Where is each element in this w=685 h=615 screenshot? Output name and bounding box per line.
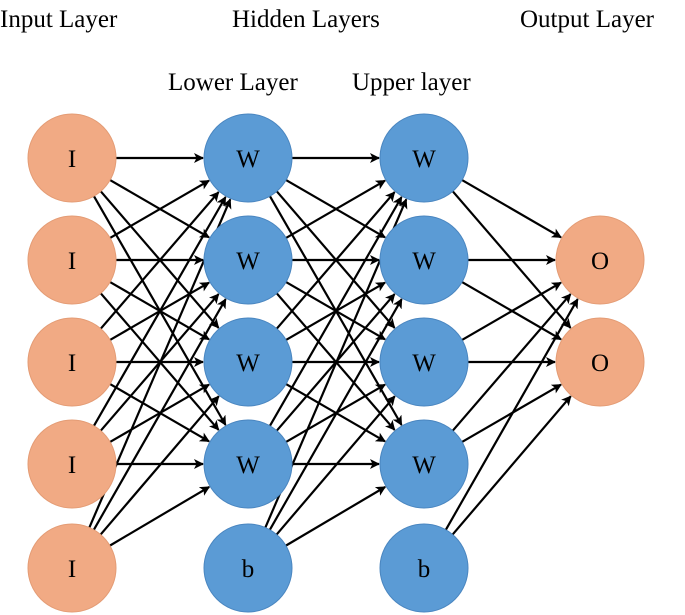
- lower-node-4: W: [203, 419, 293, 509]
- output-node-circle: [555, 317, 645, 407]
- input-node-circle: [27, 523, 117, 613]
- output-node-label: O: [591, 248, 609, 275]
- output-node-1: O: [555, 215, 645, 305]
- upper-node-label: W: [412, 146, 436, 173]
- upper-node-circle: [379, 523, 469, 613]
- connection-arrow-lower-4-to-upper-1: [268, 298, 403, 531]
- connection-arrow-input-3-to-lower-0: [92, 196, 227, 427]
- input-node-label: I: [68, 452, 76, 479]
- input-node-circle: [27, 113, 117, 203]
- lower-node-circle: [203, 317, 293, 407]
- connection-arrow-input-2-to-lower-0: [99, 191, 220, 330]
- connection-arrow-input-4-to-lower-1: [92, 298, 227, 531]
- output-node-2: O: [555, 317, 645, 407]
- connection-arrow-lower-1-to-upper-0: [285, 179, 386, 239]
- connections: [88, 153, 579, 547]
- output-node-label: O: [591, 350, 609, 377]
- upper-node-circle: [379, 215, 469, 305]
- lower-node-2: W: [203, 215, 293, 305]
- lower-node-label: W: [236, 452, 260, 479]
- connection-arrow-upper-4-to-output-0: [444, 298, 579, 531]
- lower-node-3: W: [203, 317, 293, 407]
- upper-node-label: W: [412, 452, 436, 479]
- connection-arrow-input-1-to-lower-0: [109, 179, 210, 239]
- lower-node-circle: [203, 113, 293, 203]
- connection-arrow-upper-4-to-output-1: [451, 395, 572, 536]
- connection-arrow-upper-0-to-output-0: [461, 179, 562, 239]
- connection-arrow-lower-4-to-upper-2: [275, 395, 396, 536]
- upper-node-label: b: [418, 556, 431, 583]
- connection-arrow-upper-2-to-output-0: [461, 281, 562, 341]
- connection-arrow-input-4-to-lower-3: [109, 485, 211, 547]
- lower-node-circle: [203, 215, 293, 305]
- upper-node-label: W: [412, 248, 436, 275]
- input-node-circle: [27, 215, 117, 305]
- lower-layer-title: Lower Layer: [168, 69, 298, 96]
- input-node-5: I: [27, 523, 117, 613]
- lower-node-label: W: [236, 146, 260, 173]
- upper-node-circle: [379, 419, 469, 509]
- input-node-label: I: [68, 350, 76, 377]
- upper-node-circle: [379, 113, 469, 203]
- upper-node-circle: [379, 317, 469, 407]
- upper-node-3: W: [379, 317, 469, 407]
- lower-node-5: b: [203, 523, 293, 613]
- input-node-label: I: [68, 146, 76, 173]
- input-node-label: I: [68, 248, 76, 275]
- lower-node-1: W: [203, 113, 293, 203]
- connection-arrow-lower-3-to-upper-0: [268, 196, 403, 427]
- upper-node-1: W: [379, 113, 469, 203]
- input-node-2: I: [27, 215, 117, 305]
- nodes: I I I I I W W W Wb W W W Wb O O: [27, 113, 645, 613]
- output-node-circle: [555, 215, 645, 305]
- lower-node-label: W: [236, 350, 260, 377]
- output-layer-title: Output Layer: [520, 6, 655, 33]
- lower-node-label: b: [242, 556, 255, 583]
- input-node-1: I: [27, 113, 117, 203]
- lower-node-circle: [203, 419, 293, 509]
- input-node-3: I: [27, 317, 117, 407]
- upper-layer-title: Upper layer: [352, 69, 471, 96]
- lower-node-circle: [203, 523, 293, 613]
- connection-arrow-upper-3-to-output-0: [451, 293, 572, 432]
- upper-node-5: b: [379, 523, 469, 613]
- lower-node-label: W: [236, 248, 260, 275]
- input-node-label: I: [68, 556, 76, 583]
- input-node-4: I: [27, 419, 117, 509]
- input-layer-title: Input Layer: [0, 6, 118, 33]
- upper-node-label: W: [412, 350, 436, 377]
- connection-arrow-input-4-to-lower-2: [99, 395, 220, 536]
- upper-node-2: W: [379, 215, 469, 305]
- upper-node-4: W: [379, 419, 469, 509]
- connection-arrow-lower-2-to-upper-0: [275, 191, 396, 330]
- connection-arrow-lower-4-to-upper-3: [285, 485, 387, 547]
- input-node-circle: [27, 317, 117, 407]
- input-node-circle: [27, 419, 117, 509]
- hidden-layers-title: Hidden Layers: [232, 6, 380, 33]
